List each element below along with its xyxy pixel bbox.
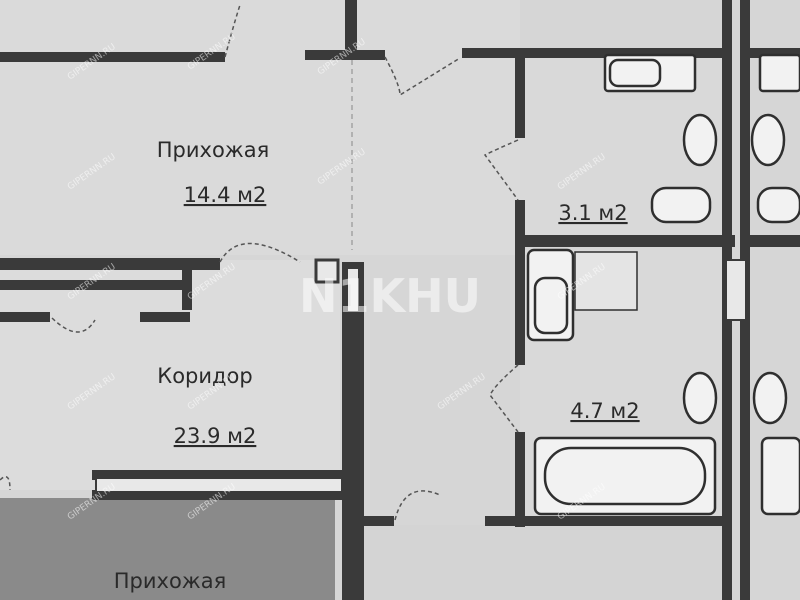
toilet-tank-1 (650, 186, 712, 224)
wall-bath-left-3 (515, 432, 525, 527)
shower-inner (533, 276, 569, 335)
watermark-text: GIPERNN.RU (436, 372, 488, 412)
room-area-bathroom: 4.7 м2 (570, 399, 639, 423)
room-name-corridor: Коридор (157, 364, 252, 388)
wall-bath-mid (520, 235, 735, 247)
door-swings (0, 4, 519, 521)
wall-corridor-post (182, 270, 192, 310)
wall-corridor-top2 (0, 280, 190, 290)
wall-bath-left-2 (515, 200, 525, 365)
wall-corridor-right (342, 262, 364, 600)
door-arc-corridor (219, 242, 301, 263)
wall-corridor-stub-mid (140, 312, 190, 322)
room-fill-lower (0, 498, 335, 600)
column-inner (346, 267, 360, 313)
wall-corridor-bottom (92, 470, 347, 480)
toilet-bowl-3 (682, 371, 718, 425)
door-arc-corridor-left (51, 317, 96, 333)
corridor-wall-hollow (95, 477, 343, 493)
shaft-hollow-1 (725, 259, 747, 321)
door-arc-lower (394, 490, 441, 521)
door-arc-bath-upper (483, 139, 519, 201)
wall-far-right (750, 48, 800, 58)
bathtub-inner (543, 446, 707, 506)
door-arc-bath-lower (489, 364, 519, 433)
washer-box (574, 251, 638, 311)
door-arc-left-bottom (0, 475, 11, 491)
watermark-logo: N1KHU (299, 269, 481, 323)
door-arc-top (224, 4, 241, 58)
wall-corridor-top (0, 258, 220, 270)
wall-top-post (345, 0, 357, 55)
wall-corridor-stub-left (0, 312, 50, 322)
room-fill-lower-right (360, 525, 725, 600)
room-area-corridor: 23.9 м2 (174, 424, 257, 448)
door-arc-top2 (384, 56, 461, 97)
room-fill-corridor (0, 260, 340, 490)
toilet-bowl-2 (750, 113, 786, 167)
wall-lower-stub (364, 516, 394, 526)
room-name-lower-hall: Прихожая (114, 569, 226, 593)
toilet-tank-2 (756, 186, 800, 224)
wall-corridor-bottom2 (92, 490, 347, 500)
bathtub-right (760, 436, 800, 516)
room-name-entrance-hall: Прихожая (157, 138, 269, 162)
wall-top-right (462, 48, 732, 58)
wall-far-right-mid (750, 235, 800, 247)
room-area-entrance-hall: 14.4 м2 (184, 183, 267, 207)
room-fill-upper (0, 0, 520, 255)
room-area-toilet: 3.1 м2 (558, 201, 627, 225)
toilet-bowl-1 (682, 113, 718, 167)
column-small (314, 258, 340, 284)
toilet-bowl-4 (752, 371, 788, 425)
sink-counter-right (758, 53, 800, 93)
sink-basin-upper (608, 58, 662, 88)
fixtures (526, 53, 800, 516)
wall-bath-bottom (485, 516, 725, 526)
wall-top-left (0, 52, 225, 62)
wall-bath-left-1 (515, 48, 525, 138)
